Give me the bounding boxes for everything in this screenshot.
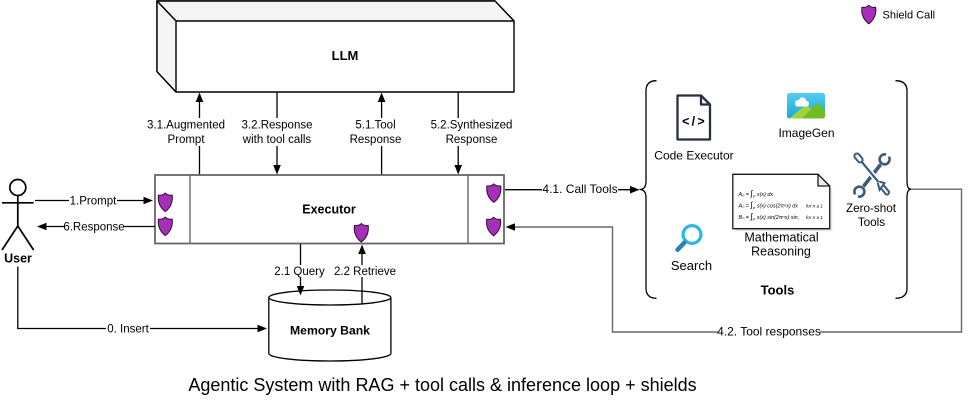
svg-text:Prompt: Prompt [167,134,205,146]
svg-text:LLM: LLM [332,48,359,63]
svg-text:for n ≥ 1: for n ≥ 1 [806,215,823,220]
svg-text:3.2.Response: 3.2.Response [242,120,313,132]
svg-text:Executor: Executor [302,203,356,217]
svg-text:A₀ = ∫P s(x) dx: A₀ = ∫P s(x) dx [738,189,774,199]
svg-text:with tool calls: with tool calls [242,134,312,146]
svg-text:Agentic System with RAG + tool: Agentic System with RAG + tool calls & i… [188,375,696,395]
svg-text:Aₙ = ∫P s(x) cos(2πnx) dx: Aₙ = ∫P s(x) cos(2πnx) dx [738,201,799,211]
svg-text:ImageGen: ImageGen [778,126,834,140]
svg-text:Search: Search [671,258,712,273]
svg-text:Code Executor: Code Executor [654,149,733,163]
svg-text:6.Response: 6.Response [63,222,124,234]
svg-text:User: User [4,252,32,266]
svg-text:0. Insert: 0. Insert [107,324,149,336]
svg-text:Tools: Tools [761,283,795,298]
svg-text:Shield Call: Shield Call [883,10,936,22]
svg-text:Mathematical: Mathematical [744,231,818,245]
svg-text:5.1.Tool: 5.1.Tool [355,120,395,132]
svg-text:2.1 Query: 2.1 Query [274,266,325,278]
svg-text:Reasoning: Reasoning [751,245,811,259]
svg-text:4.1. Call Tools: 4.1. Call Tools [542,182,617,196]
svg-text:5.2.Synthesized: 5.2.Synthesized [431,120,513,132]
svg-text:Bₙ = ∫P s(x) sin(2πnx) sin,: Bₙ = ∫P s(x) sin(2πnx) sin, [739,212,800,222]
svg-text:1.Prompt: 1.Prompt [70,196,117,208]
svg-text:Tools: Tools [858,216,885,229]
svg-text:for n ≥ 1: for n ≥ 1 [806,204,823,209]
svg-text:2.2 Retrieve: 2.2 Retrieve [334,266,396,278]
svg-text:Zero-shot: Zero-shot [846,202,897,215]
svg-text:Response: Response [446,134,498,146]
svg-text:3.1.Augmented: 3.1.Augmented [147,120,225,132]
svg-text:Memory Bank: Memory Bank [290,324,370,338]
svg-text:Response: Response [350,134,402,146]
svg-text:4.2. Tool responses: 4.2. Tool responses [717,325,821,339]
svg-text:</>: </> [682,115,707,129]
